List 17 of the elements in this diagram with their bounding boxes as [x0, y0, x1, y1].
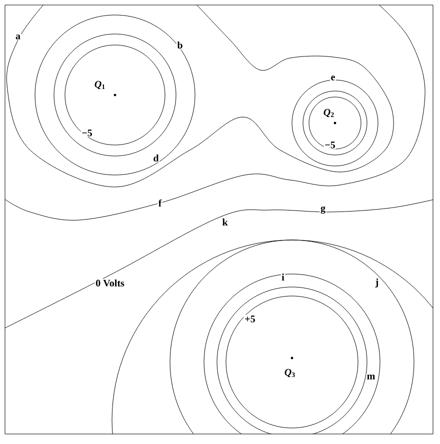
contour-label: +5 — [244, 314, 256, 324]
contour-label: 0 Volts — [94, 278, 126, 288]
contour-label: −5 — [324, 140, 336, 150]
contour-label: g — [320, 206, 326, 214]
contour-label: Q$_{1}$ — [94, 80, 106, 90]
contour-label: e — [330, 74, 336, 82]
contour-label: k — [221, 218, 229, 226]
contour-label: a — [14, 34, 22, 40]
contour-label: d — [152, 154, 160, 162]
contour-label: Q$_{2}$ — [322, 108, 336, 118]
contour-label: i — [280, 272, 286, 282]
contour-label: b — [176, 40, 184, 50]
contour-label: m — [366, 374, 376, 380]
contour-label: j — [374, 278, 380, 288]
contour-label: f — [158, 198, 162, 208]
contour-label: Q$_{3}$ — [284, 368, 296, 378]
contour-label: −5 — [80, 128, 94, 138]
